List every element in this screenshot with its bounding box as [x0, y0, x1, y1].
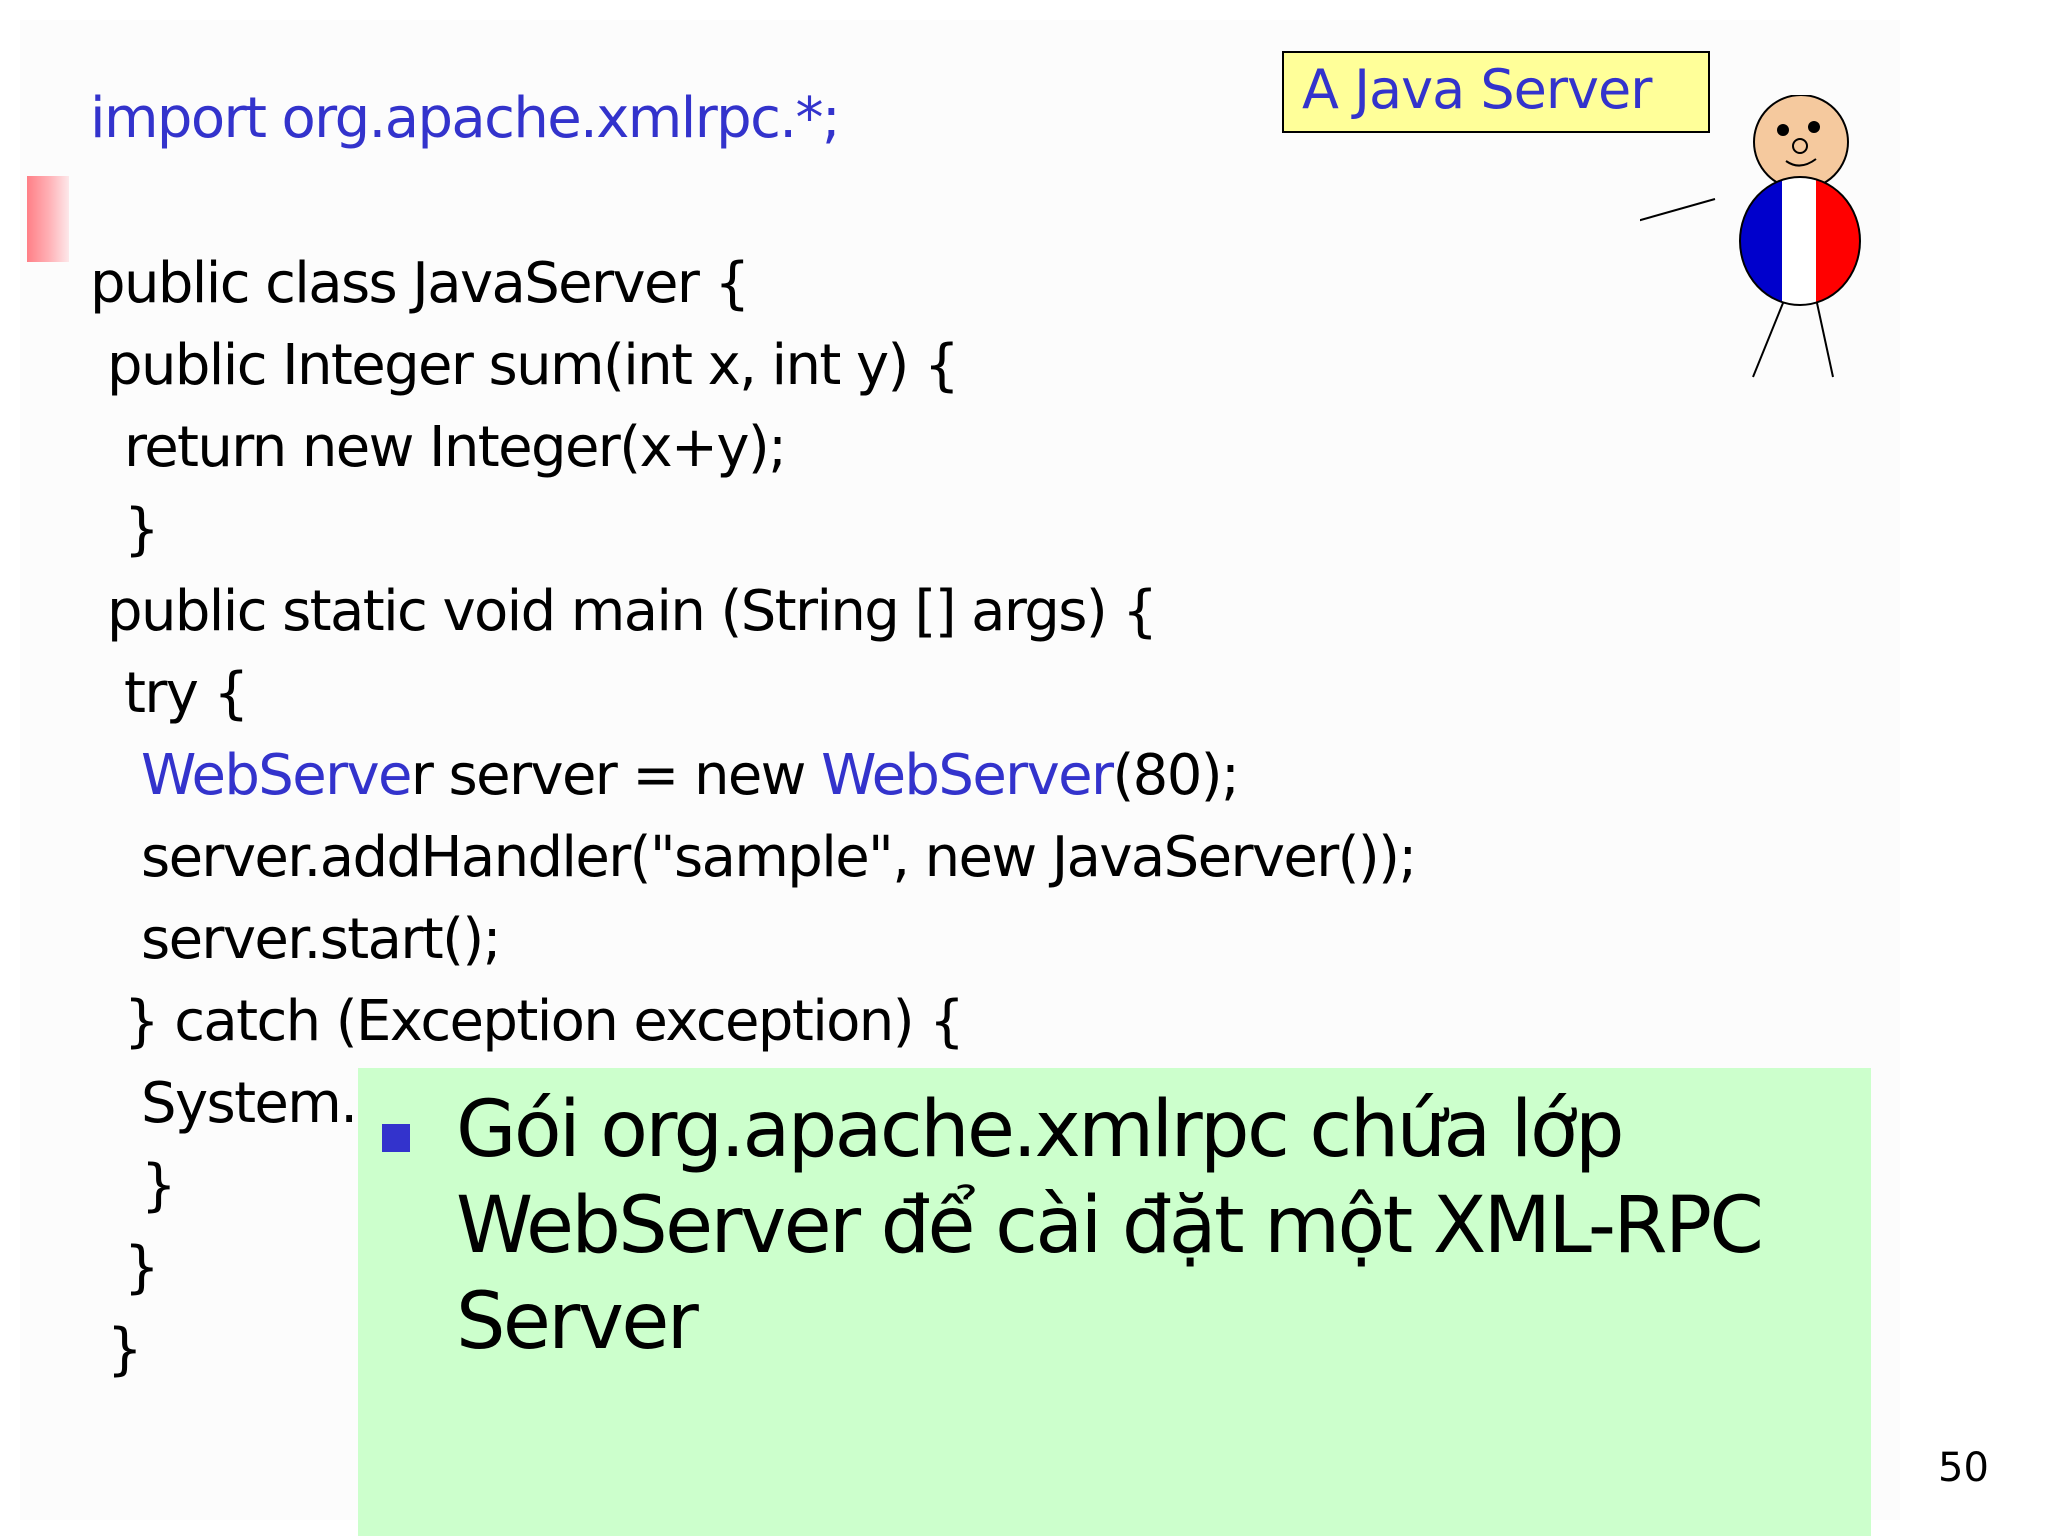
bullet-square-icon: [382, 1124, 410, 1152]
figure-head: [1753, 95, 1849, 190]
figure-right-eye: [1808, 121, 1820, 133]
code-try-open: try {: [124, 661, 249, 726]
figure-nose: [1792, 138, 1808, 154]
code-return-statement: return new Integer(x+y);: [124, 415, 787, 480]
callout-label: A Java Server: [1302, 58, 1652, 121]
code-main-method-declaration: public static void main (String [] args)…: [107, 579, 1158, 644]
figure-right-leg: [1816, 302, 1834, 378]
code-close-brace: }: [124, 1235, 160, 1300]
code-start-call: server.start();: [141, 907, 502, 972]
code-webserver-arguments: (80);: [1112, 743, 1239, 808]
code-webserver-type: WebServe: [141, 743, 413, 808]
code-listing: import org.apache.xmlrpc.*; public class…: [90, 86, 1417, 1382]
code-webserver-assignment: r server = new: [410, 743, 822, 808]
code-sum-method-declaration: public Integer sum(int x, int y) {: [107, 333, 960, 398]
code-import-line: import org.apache.xmlrpc.*;: [90, 86, 841, 151]
page-number: 50: [1938, 1445, 1989, 1491]
figure-mouth: [1785, 158, 1817, 167]
figure-body-outline: [1739, 176, 1861, 306]
code-catch-line: } catch (Exception exception) {: [124, 989, 965, 1054]
code-webserver-statement: WebServer server = new WebServer(80);: [141, 748, 1240, 804]
code-system-partial: System.e: [141, 1071, 391, 1136]
stick-figure-with-flag-shirt-icon: [1640, 95, 1861, 378]
note-text: Gói org.apache.xmlrpc chứa lớp WebServer…: [456, 1085, 1764, 1367]
slide-accent-bar: [27, 176, 69, 262]
code-add-handler: server.addHandler("sample", new JavaServ…: [141, 825, 1417, 890]
figure-left-leg: [1752, 302, 1784, 378]
code-close-brace: }: [141, 1153, 177, 1218]
figure-flag-shirt: [1740, 177, 1860, 305]
callout-box: A Java Server: [1282, 51, 1710, 133]
note-box: [358, 1068, 1871, 1536]
figure-left-eye: [1777, 124, 1789, 136]
figure-arm: [1640, 198, 1716, 222]
code-close-brace: }: [124, 497, 160, 562]
code-webserver-constructor: WebServer: [821, 743, 1114, 808]
code-class-declaration: public class JavaServer {: [90, 251, 750, 316]
code-close-brace: }: [107, 1317, 143, 1382]
